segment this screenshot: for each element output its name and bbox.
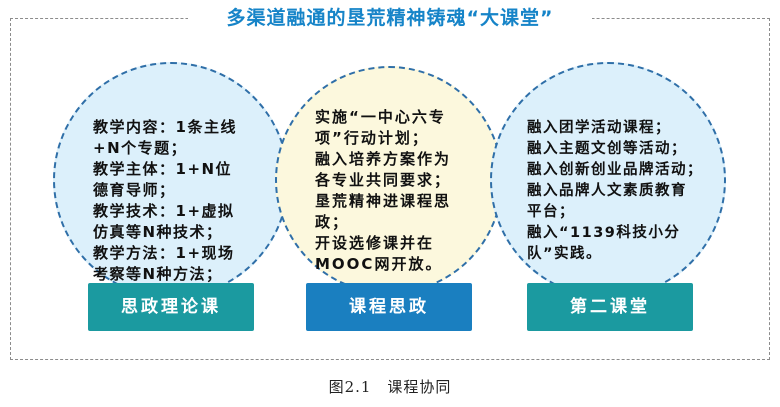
text-line: 德育导师；: [93, 181, 176, 199]
text-line: MOOC网开放。: [315, 255, 443, 273]
circle-text-1: 教学内容：1条主线 +N个专题； 教学主体：1+N位 德育导师； 教学技术：1+…: [93, 117, 263, 285]
circle-course-ideology: [275, 66, 503, 294]
diagram-title: 多渠道融通的垦荒精神铸魂“大课堂”: [188, 4, 592, 32]
figure-caption: 图2.1 课程协同: [328, 378, 452, 396]
text-line: +N个专题；: [93, 139, 188, 157]
text-line: 各专业共同要求；: [315, 171, 452, 189]
text-line: 融入团学活动课程；: [527, 120, 671, 136]
text-line: 开设选修课并在: [315, 234, 435, 252]
label-second-classroom: 第二课堂: [527, 283, 693, 331]
text-line: 融入品牌人文素质教育: [527, 183, 687, 199]
text-line: 融入培养方案作为: [315, 150, 452, 168]
text-line: 政；: [315, 213, 350, 231]
text-line: 队”实践。: [527, 246, 603, 262]
text-line: 仿真等N种技术；: [93, 223, 223, 241]
text-line: 垦荒精神进课程思: [315, 192, 452, 210]
label-course-ideology: 课程思政: [306, 283, 472, 331]
text-line: 融入“1139科技小分: [527, 225, 681, 241]
circle-text-3: 融入团学活动课程； 融入主题文创等活动； 融入创新创业品牌活动； 融入品牌人文素…: [527, 118, 717, 265]
text-line: 项”行动计划；: [315, 129, 429, 147]
text-line: 实施“一中心六专: [315, 108, 446, 126]
text-line: 教学技术：1+虚拟: [93, 202, 235, 220]
circle-text-2: 实施“一中心六专 项”行动计划； 融入培养方案作为 各专业共同要求； 垦荒精神进…: [315, 107, 475, 275]
text-line: 教学主体：1+N位: [93, 160, 233, 178]
text-line: 考察等N种方法；: [93, 265, 223, 283]
text-line: 融入创新创业品牌活动；: [527, 162, 703, 178]
text-line: 教学方法：1+现场: [93, 244, 235, 262]
text-line: 融入主题文创等活动；: [527, 141, 687, 157]
label-ideological-theory: 思政理论课: [88, 283, 254, 331]
text-line: 教学内容：1条主线: [93, 118, 237, 136]
text-line: 平台；: [527, 204, 575, 220]
